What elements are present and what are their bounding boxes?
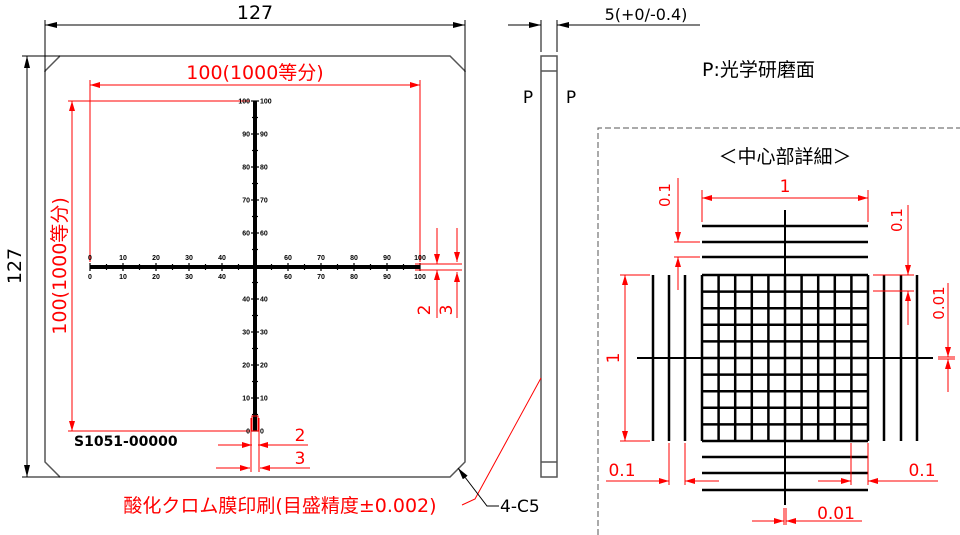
v-scale-label-right: 40 — [260, 297, 268, 304]
detail-dim-01-topright: 0.1 — [888, 208, 906, 232]
detail-title: ＜中心部詳細＞ — [718, 146, 851, 168]
detail-dim-001-right: 0.01 — [930, 286, 948, 319]
height-dim-label: 127 — [4, 248, 26, 284]
line-width-dimension-right: 2 3 — [415, 228, 462, 318]
v-scale-label-left: 90 — [242, 132, 250, 139]
center-detail: ＜中心部詳細＞ 1 1 0.1 0.1 0.01 0.1 0.1 — [597, 127, 960, 535]
line-width-2-bottom-label: 2 — [295, 426, 306, 446]
v-scale-label-left: 100 — [238, 99, 250, 106]
detail-dim-01-topleft: 0.1 — [656, 183, 674, 207]
v-scale-label-right: 100 — [260, 99, 272, 106]
v-scale-label-left: 60 — [242, 231, 250, 238]
v-scale-label-right: 20 — [260, 363, 268, 370]
v-scale-label-left: 10 — [242, 396, 250, 403]
chamfer-note: 4-C5 — [500, 497, 540, 517]
h-scale-label-top: 90 — [383, 255, 391, 262]
v-scale-label-right: 70 — [260, 198, 268, 205]
v-scale-label-left: 40 — [242, 297, 250, 304]
detail-dim-1-top: 1 — [780, 177, 791, 197]
v-scale-label-right: 0 — [260, 429, 264, 436]
width-dimension: 127 — [44, 2, 466, 72]
h-scale-label-top: 100 — [414, 255, 426, 262]
h-scale-label-top: 0 — [88, 255, 92, 262]
h-scale-label-top: 80 — [350, 255, 358, 262]
v-scale-label-right: 10 — [260, 396, 268, 403]
scale-h-dim-label: 100(1000等分) — [186, 62, 323, 84]
plate-outline — [44, 55, 466, 478]
v-scale-label-left: 20 — [242, 363, 250, 370]
line-width-2-label: 2 — [415, 305, 435, 316]
h-scale-label-bottom: 90 — [383, 274, 391, 281]
height-dimension: 127 — [4, 55, 60, 478]
part-number: S1051-00000 — [74, 434, 178, 450]
h-scale-label-bottom: 0 — [88, 274, 92, 281]
detail-dim-1-left: 1 — [604, 353, 624, 364]
crosshair-scale: 0010102020303040406060707080809090100100… — [88, 99, 426, 436]
detail-dim-01-bottomleft: 0.1 — [608, 461, 635, 481]
v-scale-label-left: 80 — [242, 165, 250, 172]
v-scale-label-right: 90 — [260, 132, 268, 139]
h-scale-label-bottom: 20 — [152, 274, 160, 281]
print-note-leader: 酸化クロム膜印刷(目盛精度±0.002) — [123, 377, 542, 517]
side-view: 5(+0/-0.4) P P — [508, 5, 700, 478]
detail-dim-01-bottomright: 0.1 — [908, 461, 935, 481]
h-scale-label-top: 60 — [284, 255, 292, 262]
detail-dim-001-bottom: 0.01 — [817, 504, 855, 524]
h-scale-label-bottom: 60 — [284, 274, 292, 281]
h-scale-label-bottom: 100 — [414, 274, 426, 281]
polish-note: P:光学研磨面 — [702, 59, 815, 81]
h-scale-label-bottom: 40 — [218, 274, 226, 281]
v-scale-label-left: 70 — [242, 198, 250, 205]
h-scale-label-bottom: 70 — [317, 274, 325, 281]
surface-mark-left: P — [523, 88, 533, 108]
scale-h-dimension: 100(1000等分) — [89, 62, 421, 262]
scale-v-dim-label: 100(1000等分) — [49, 197, 71, 334]
line-width-dimension-bottom: 2 3 — [216, 415, 310, 472]
v-scale-label-right: 80 — [260, 165, 268, 172]
line-width-3-bottom-label: 3 — [295, 449, 306, 469]
h-scale-label-bottom: 10 — [119, 274, 127, 281]
h-scale-label-top: 70 — [317, 255, 325, 262]
v-scale-label-left: 0 — [246, 429, 250, 436]
v-scale-label-left: 30 — [242, 330, 250, 337]
chamfer-leader: 4-C5 — [457, 467, 540, 517]
scale-v-dimension: 100(1000等分) — [49, 100, 250, 432]
surface-mark-right: P — [566, 88, 576, 108]
v-scale-label-right: 30 — [260, 330, 268, 337]
print-note: 酸化クロム膜印刷(目盛精度±0.002) — [123, 495, 436, 517]
width-dim-label: 127 — [237, 2, 273, 24]
h-scale-label-top: 30 — [185, 255, 193, 262]
h-scale-label-top: 40 — [218, 255, 226, 262]
line-width-3-label: 3 — [437, 305, 457, 316]
thickness-dim-label: 5(+0/-0.4) — [605, 5, 688, 24]
v-scale-label-right: 60 — [260, 231, 268, 238]
h-scale-label-bottom: 80 — [350, 274, 358, 281]
h-scale-label-bottom: 30 — [185, 274, 193, 281]
h-scale-label-top: 20 — [152, 255, 160, 262]
h-scale-label-top: 10 — [119, 255, 127, 262]
